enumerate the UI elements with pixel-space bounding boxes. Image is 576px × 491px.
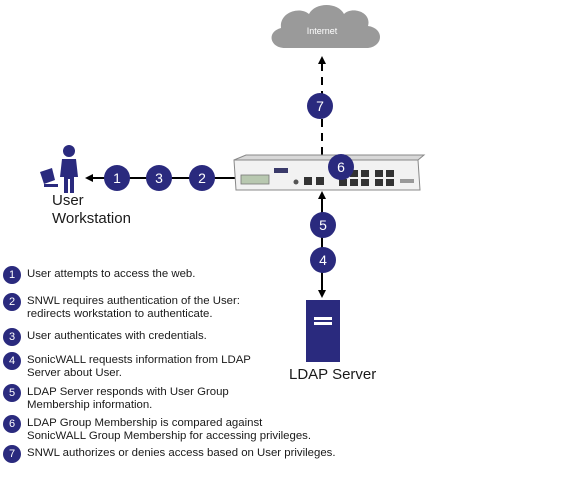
svg-text:5: 5 [319,217,327,233]
legend-text-6: LDAP Group Membership is compared agains… [27,417,312,442]
internet-cloud-icon [271,5,380,48]
legend-num-4: 4 [3,352,21,370]
legend-text-7: SNWL authorizes or denies access based o… [27,447,336,459]
legend-item-4: 4 SonicWALL requests information from LD… [3,352,363,384]
svg-text:1: 1 [113,170,121,186]
step-badge-6: 6 [328,154,354,180]
legend-text-3: User authenticates with credentials. [27,330,207,342]
internet-label: Internet [307,26,338,36]
step-badge-4: 4 [310,247,336,273]
svg-text:6: 6 [337,159,345,175]
step-badge-2: 2 [189,165,215,191]
legend-text-4: SonicWALL requests information from LDAP… [27,354,251,379]
legend-item-2: 2 SNWL requires authentication of the Us… [3,293,363,328]
user-label-line1: User [52,192,84,209]
legend-item-5: 5 LDAP Server responds with User Group M… [3,384,363,415]
legend-num-5: 5 [3,384,21,402]
ldap-server-icon [306,300,340,362]
step-badge-7: 7 [307,93,333,119]
legend-text-5: LDAP Server responds with User Group Mem… [27,386,229,411]
legend: 1 User attempts to access the web. 2 SNW… [3,266,363,467]
legend-item-6: 6 LDAP Group Membership is compared agai… [3,415,363,445]
svg-text:4: 4 [319,252,327,268]
user-workstation-icon [40,145,78,193]
svg-text:2: 2 [198,170,206,186]
legend-text-2: SNWL requires authentication of the User… [27,295,240,320]
legend-text-1: User attempts to access the web. [27,268,196,280]
legend-num-7: 7 [3,445,21,463]
step-badge-3: 3 [146,165,172,191]
legend-num-1: 1 [3,266,21,284]
legend-num-2: 2 [3,293,21,311]
user-workstation-label: User Workstation [52,192,131,228]
legend-num-6: 6 [3,415,21,433]
step-badge-1: 1 [104,165,130,191]
svg-text:7: 7 [316,98,324,114]
legend-item-7: 7 SNWL authorizes or denies access based… [3,445,363,467]
legend-num-3: 3 [3,328,21,346]
legend-item-1: 1 User attempts to access the web. [3,266,363,293]
step-badge-5: 5 [310,212,336,238]
ldap-server-label: LDAP Server [289,366,377,383]
user-label-line2: Workstation [52,210,131,227]
sonicwall-appliance-icon [233,154,426,191]
legend-item-3: 3 User authenticates with credentials. [3,328,363,352]
svg-text:3: 3 [155,170,163,186]
